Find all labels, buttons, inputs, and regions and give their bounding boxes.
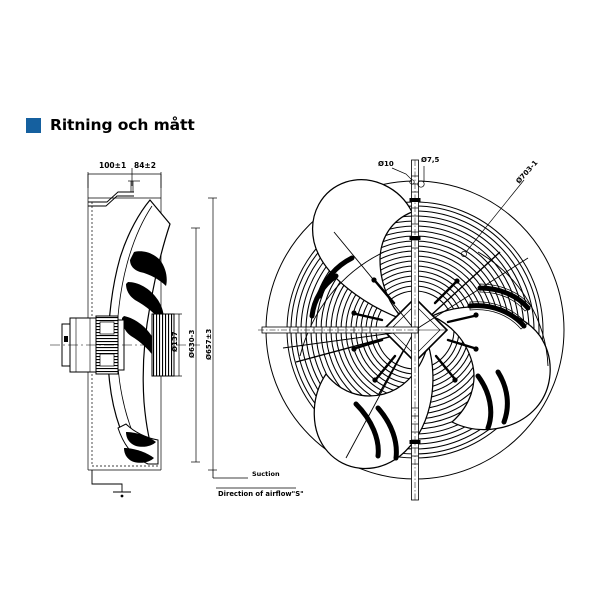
- blade-stiffener-outlines: [469, 283, 532, 330]
- page-title: Ritning och mått: [50, 116, 195, 134]
- hole-leaders: [391, 166, 425, 188]
- side-mounting-foot: [91, 470, 131, 498]
- dim-hole-small: Ø7,5: [421, 156, 439, 164]
- section-heading: Ritning och mått: [26, 116, 195, 134]
- blade-stiffeners: [309, 255, 531, 461]
- dim-bolt-circle: Ø703-1: [515, 159, 540, 186]
- dim-84: 84±2: [134, 161, 156, 170]
- label-suction: Suction: [252, 470, 280, 478]
- dim-impeller-diameter: Ø630-3: [188, 330, 196, 358]
- side-fan-blade: [107, 199, 171, 463]
- technical-drawing: 100±1 84±2: [0, 140, 600, 520]
- front-view-group: Ø10 Ø7,5 Ø703-1: [258, 156, 565, 501]
- side-top-dimensions: [87, 168, 162, 188]
- dim-100: 100±1: [99, 161, 126, 170]
- side-frame-brace: [88, 191, 134, 207]
- label-airflow: Direction of airflow"S": [218, 490, 304, 498]
- side-motor-housing: [50, 315, 200, 375]
- dim-outer-diameter: Ø657±3: [205, 329, 213, 360]
- airflow-annotation: [212, 470, 296, 489]
- side-view-group: 100±1 84±2: [50, 161, 304, 498]
- blue-square-bullet-icon: [26, 118, 41, 134]
- dim-hole-large: Ø10: [378, 160, 394, 168]
- dim-motor-diameter: Ø137: [171, 331, 179, 352]
- side-fan-blade-lower: [117, 423, 159, 465]
- horizontal-datum: [258, 326, 420, 334]
- side-impeller-hub: [151, 313, 175, 377]
- side-vertical-dimensions: [174, 197, 217, 471]
- bolt-circle-leader: [461, 179, 525, 257]
